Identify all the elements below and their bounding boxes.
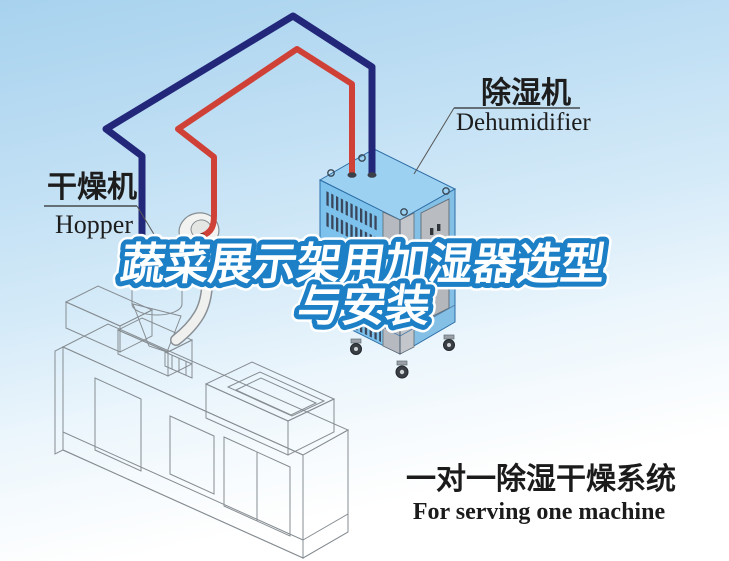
machine-door-panel-3 (223, 436, 291, 537)
dehumidifier-leader-line (413, 107, 455, 175)
hopper-machine-illustration (54, 212, 350, 559)
air-hoses (102, 12, 377, 263)
hopper-callout: 干燥机 Hopper (44, 171, 162, 247)
injection-unit (204, 361, 336, 456)
machine-base-strip (62, 431, 304, 559)
dehumidifier-label-zh: 除湿机 (481, 76, 571, 110)
hopper-mount-front (117, 329, 169, 377)
vent-slats (326, 191, 381, 342)
casters (350, 334, 455, 379)
cabinet-seam (319, 295, 456, 337)
clamp-cover-side (119, 309, 153, 353)
machine-front-face (62, 346, 304, 559)
blue-hose (102, 12, 376, 263)
title-line1-halo: 蔬菜展示架用加湿器选型 (118, 239, 609, 290)
red-hose-grommet (347, 172, 357, 178)
caption-en: For serving one machine (413, 499, 666, 525)
caption: 一对一除湿干燥系统 For serving one machine (406, 462, 676, 525)
caption-zh: 一对一除湿干燥系统 (406, 462, 676, 496)
red-hose-end (199, 233, 205, 239)
blue-hose-grommet (367, 172, 377, 178)
dehumidifier-illustration (318, 148, 457, 379)
eye-bolts (327, 154, 450, 216)
hopper-lid-knob (149, 246, 165, 260)
blue-hose-end (138, 256, 146, 262)
machine-door-panel-2 (169, 415, 215, 495)
red-hose (175, 46, 355, 239)
hopper-leader-line (136, 205, 162, 247)
hopper-label-en: Hopper (55, 210, 133, 239)
dehumidifier-label-en: Dehumidifier (456, 109, 591, 136)
title-line1: 蔬菜展示架用加湿器选型 (118, 239, 609, 290)
title-line2-halo: 与安装 (294, 281, 433, 332)
title-line1-outline: 蔬菜展示架用加湿器选型 (118, 239, 609, 290)
clamp-cover-front (65, 301, 121, 353)
machine-base-right (302, 513, 349, 559)
return-duct (171, 244, 212, 345)
barrel-coupling (164, 351, 193, 379)
title-line2: 与安装 (294, 281, 433, 332)
hopper-funnel (132, 303, 182, 353)
hopper-label-zh: 干燥机 (47, 171, 137, 204)
machine-door-panel-1 (94, 377, 142, 472)
main-title: 蔬菜展示架用加湿器选型 蔬菜展示架用加湿器选型 蔬菜展示架用加湿器选型 与安装 … (110, 232, 616, 340)
machine-left-end-face (54, 346, 64, 455)
dehumidifier-callout: 除湿机 Dehumidifier (413, 76, 591, 175)
machine-right-end-face (302, 429, 349, 559)
door-panels (420, 198, 450, 323)
title-line2-outline: 与安装 (294, 281, 433, 332)
